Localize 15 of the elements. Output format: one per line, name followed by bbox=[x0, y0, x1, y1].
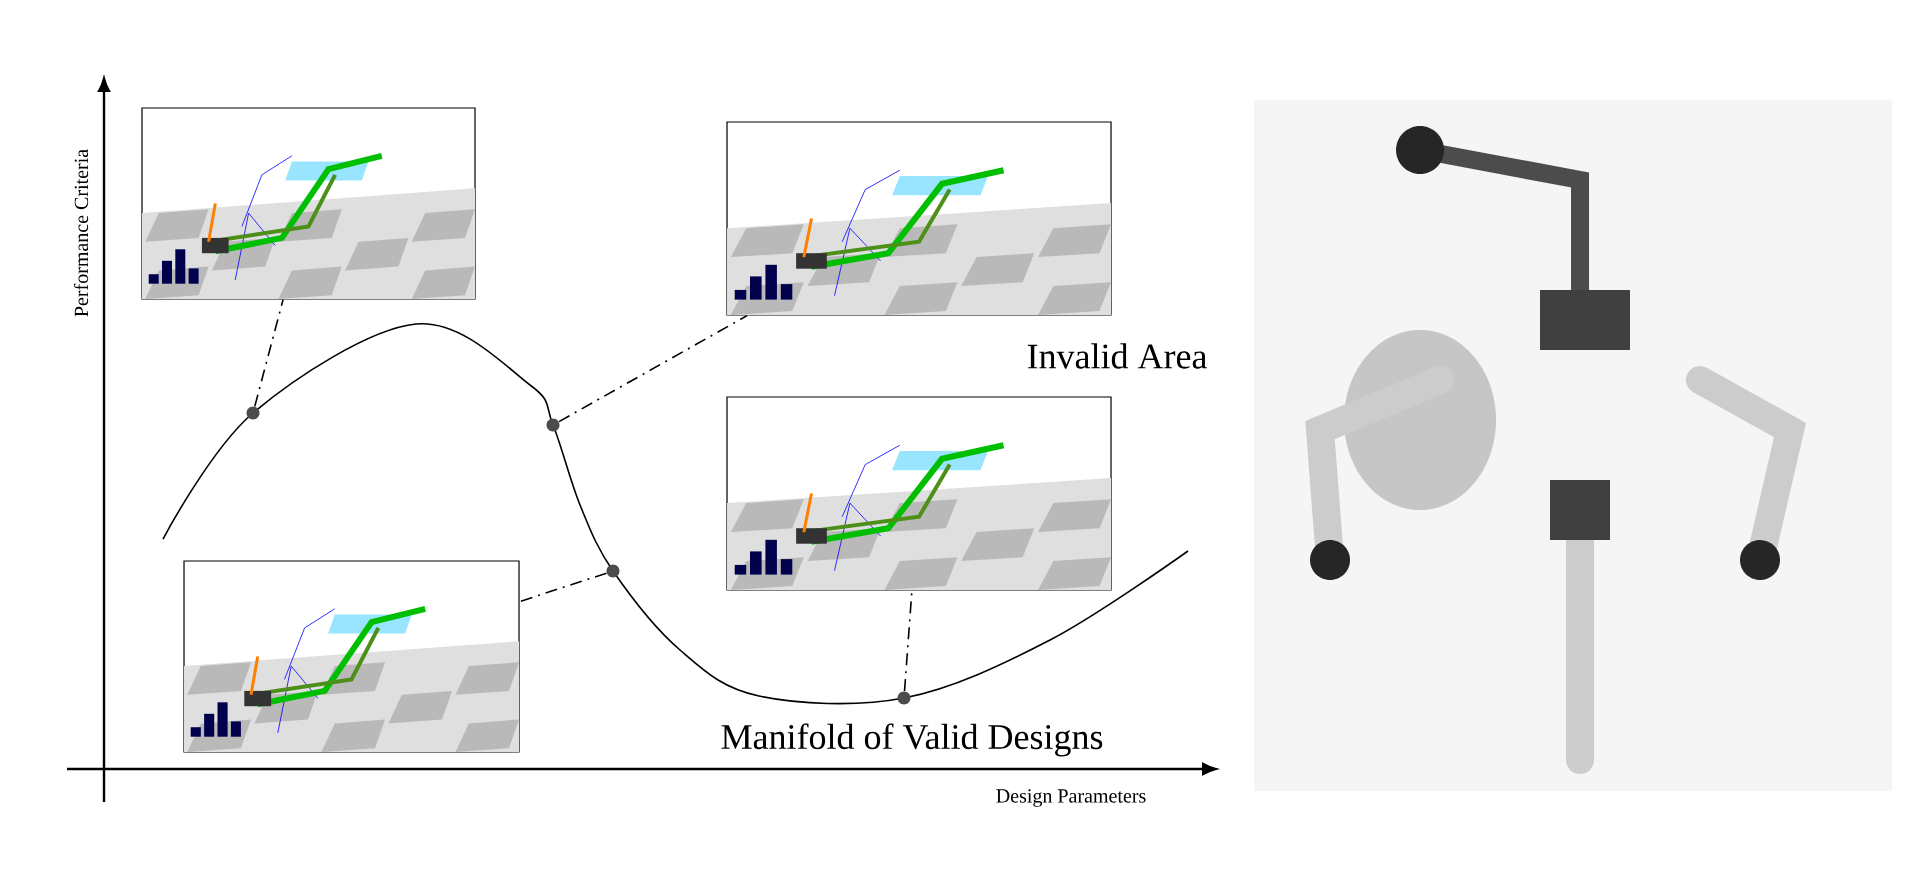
screenshot-picture bbox=[183, 560, 520, 753]
screenshot-picture bbox=[726, 121, 1112, 316]
screenshot-picture bbox=[726, 396, 1112, 591]
curve-point bbox=[546, 418, 560, 432]
leader-line bbox=[558, 314, 748, 423]
leader-line bbox=[254, 298, 284, 408]
axis-label: Design Parameters bbox=[996, 789, 1146, 807]
screenshot-picture bbox=[141, 107, 476, 300]
region-label: Invalid Area bbox=[1027, 343, 1207, 369]
curve-point bbox=[606, 564, 620, 578]
curve-point bbox=[246, 406, 260, 420]
region-label: Manifold of Valid Designs bbox=[721, 723, 1103, 757]
axis-label: Performance Criteria bbox=[73, 149, 89, 317]
leader-line bbox=[518, 572, 608, 603]
curve-point bbox=[897, 691, 911, 705]
